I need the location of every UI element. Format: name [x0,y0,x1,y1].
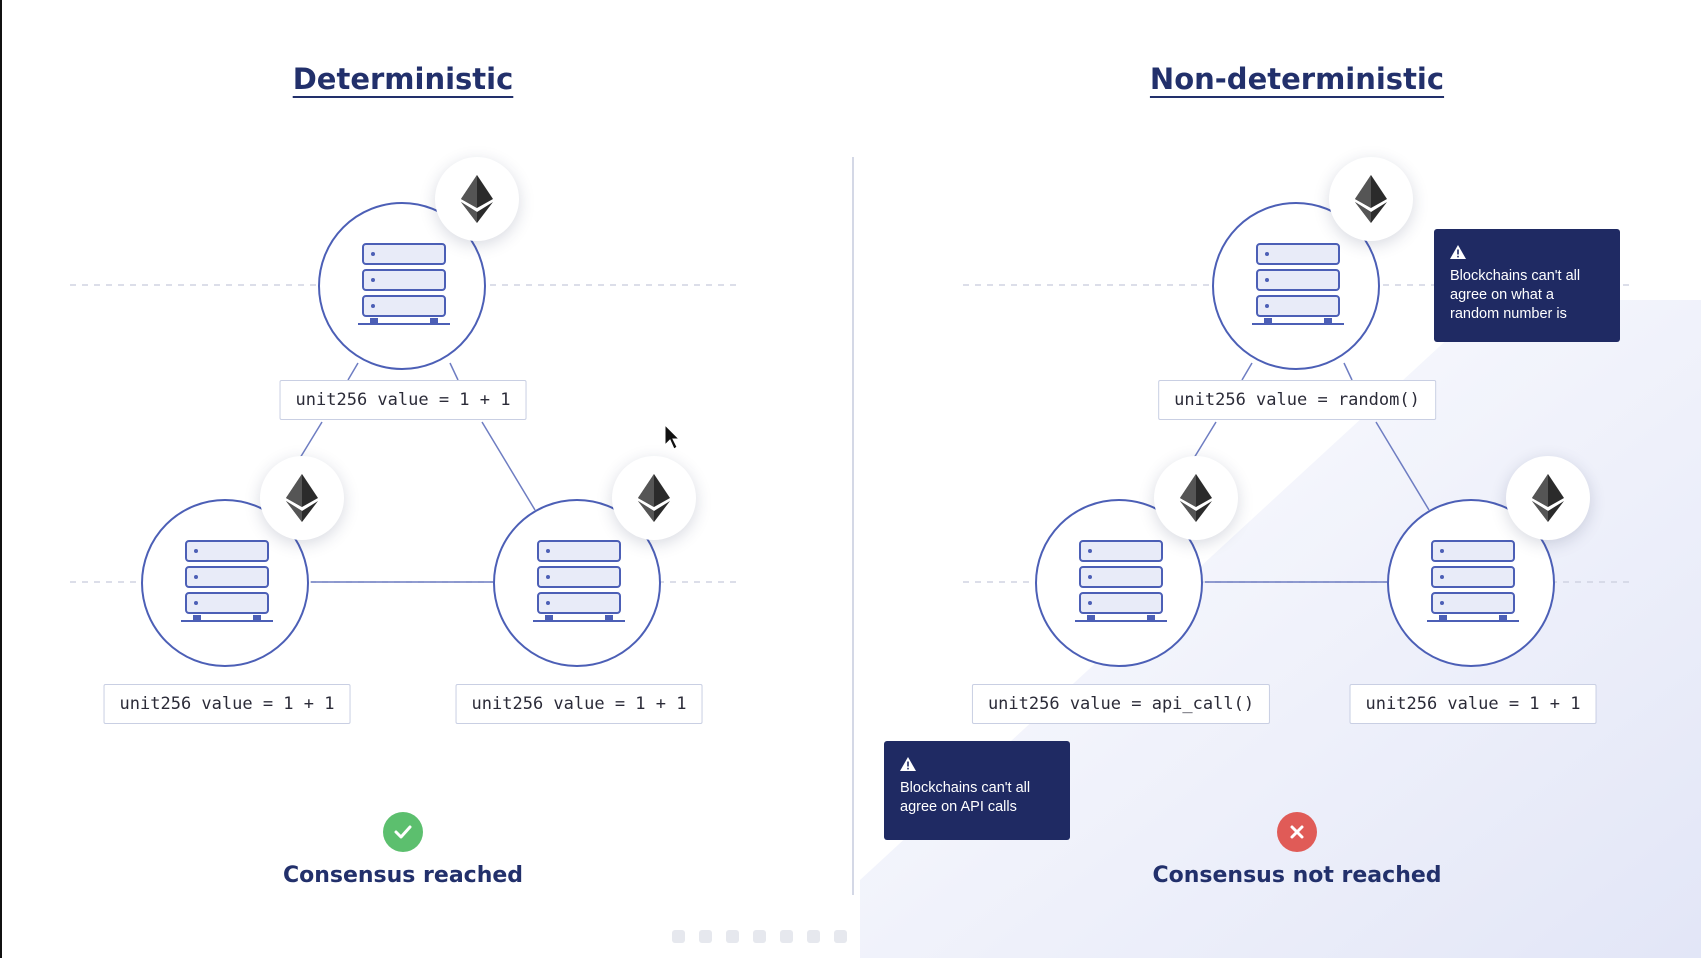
server-icon [533,540,625,622]
non-deterministic-title: Non-deterministic [1149,62,1445,96]
ethereum-icon [1154,456,1238,540]
toolbar-button[interactable] [726,930,739,943]
check-icon [383,812,423,852]
server-icon [181,540,273,622]
toolbar-button[interactable] [780,930,793,943]
code-label-bottom-left: unit256 value = api_call() [971,684,1271,724]
server-icon [1075,540,1167,622]
warning-random-text: Blockchains can't all agree on what a ra… [1450,268,1581,322]
toolbar-button[interactable] [672,930,685,943]
consensus-not-reached-text: Consensus not reached [1152,863,1442,888]
warning-api-box: Blockchains can't all agree on API calls [884,741,1070,840]
ethereum-icon [260,456,344,540]
toolbar-button[interactable] [699,930,712,943]
consensus-reached-text: Consensus reached [282,863,524,888]
code-label-bottom-right: unit256 value = 1 + 1 [1349,684,1597,724]
warning-icon [900,757,916,771]
code-label-top: unit256 value = random() [1158,380,1436,420]
x-icon [1277,812,1317,852]
toolbar-button[interactable] [753,930,766,943]
server-icon [1252,243,1344,325]
presentation-toolbar [672,930,847,943]
code-label-bottom-right: unit256 value = 1 + 1 [455,684,703,724]
server-icon [1427,540,1519,622]
toolbar-button[interactable] [834,930,847,943]
ethereum-icon [1506,456,1590,540]
ethereum-icon [612,456,696,540]
warning-random-box: Blockchains can't all agree on what a ra… [1434,229,1620,342]
code-label-top: unit256 value = 1 + 1 [279,380,527,420]
warning-icon [1450,245,1466,259]
toolbar-button[interactable] [807,930,820,943]
deterministic-title: Deterministic [292,62,514,96]
node-bottom-left [1035,499,1203,667]
ethereum-icon [435,157,519,241]
server-icon [358,243,450,325]
warning-api-text: Blockchains can't all agree on API calls [900,780,1031,815]
ethereum-icon [1329,157,1413,241]
cursor-icon [664,424,680,450]
code-label-bottom-left: unit256 value = 1 + 1 [103,684,351,724]
panel-divider [852,157,854,895]
